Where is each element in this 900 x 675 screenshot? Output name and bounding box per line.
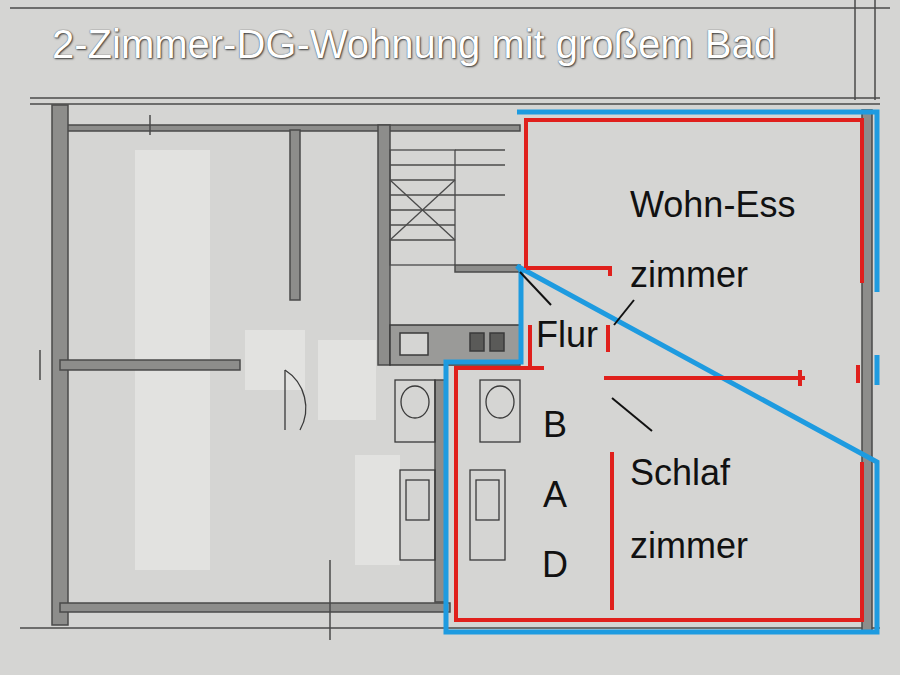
bath-fixtures (285, 370, 520, 560)
chimney-block (390, 325, 520, 365)
wall-lines (456, 120, 862, 620)
room-label: Wohn-Ess zimmer (630, 170, 830, 310)
room-label: Flur (536, 313, 598, 357)
room-label: Schlaf zimmer (630, 436, 790, 582)
room-label: B A D (536, 390, 574, 600)
apartment-outline (446, 112, 877, 632)
existing-walls (10, 0, 890, 640)
leader-lines (520, 272, 652, 431)
staircase (390, 150, 505, 265)
plan-title: 2-Zimmer-DG-Wohnung mit großem Bad (52, 16, 776, 72)
